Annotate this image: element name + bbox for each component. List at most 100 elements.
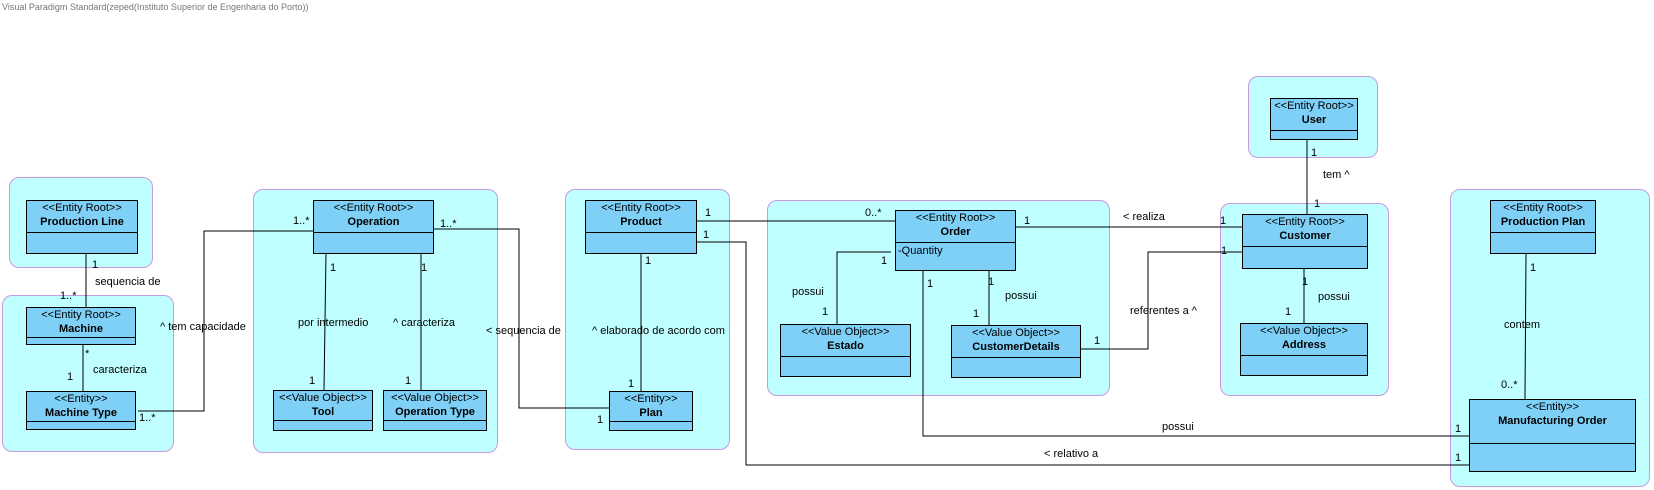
class-customer-details[interactable]: <<Value Object>> CustomerDetails	[951, 325, 1081, 378]
multiplicity: 1	[1455, 423, 1462, 435]
stereotype: <<Entity Root>>	[601, 202, 681, 214]
class-address[interactable]: <<Value Object>> Address	[1240, 323, 1368, 376]
class-user[interactable]: <<Entity Root>> User	[1270, 98, 1358, 140]
attribute-quantity: -Quantity	[898, 245, 943, 257]
line-order-manufacturing-order	[922, 270, 1469, 437]
stereotype: <<Value Object>>	[972, 327, 1060, 339]
line-customer-details-customer	[1081, 251, 1242, 350]
multiplicity: 1..*	[60, 290, 77, 302]
multiplicity: 1	[703, 229, 710, 241]
stereotype: <<Entity>>	[54, 393, 108, 405]
multiplicity: 1	[881, 255, 888, 267]
class-name: Production Line	[40, 216, 124, 228]
class-name: User	[1301, 114, 1327, 126]
assoc-label-referentes: referentes a ^	[1130, 305, 1197, 317]
stereotype: <<Entity>>	[624, 393, 678, 405]
multiplicity: 1..*	[293, 215, 310, 227]
class-production-plan[interactable]: <<Entity Root>> Production Plan	[1490, 200, 1596, 254]
multiplicity: 1	[645, 255, 652, 267]
class-name: Tool	[311, 406, 335, 418]
class-tool[interactable]: <<Value Object>> Tool	[273, 390, 373, 431]
multiplicity: 1	[330, 262, 337, 274]
multiplicity: 1	[988, 276, 995, 288]
multiplicity: 1	[405, 375, 412, 387]
multiplicity: *	[85, 348, 90, 360]
class-name: Machine	[58, 323, 103, 335]
multiplicity: 0..*	[865, 207, 882, 219]
class-name: Machine Type	[45, 407, 117, 419]
multiplicity: 1	[1024, 215, 1031, 227]
multiplicity: 1	[597, 414, 604, 426]
assoc-label-possui-address: possui	[1318, 291, 1350, 303]
multiplicity: 1	[973, 308, 980, 320]
class-name: Production Plan	[1500, 216, 1586, 228]
assoc-label-sequencia-de: sequencia de	[95, 276, 161, 288]
multiplicity: 1	[1302, 276, 1309, 288]
class-name: CustomerDetails	[972, 341, 1060, 353]
multiplicity: 1	[1221, 245, 1228, 257]
class-name: Product	[620, 216, 662, 228]
multiplicity: 0..*	[1501, 379, 1518, 391]
class-name: Plan	[639, 407, 663, 419]
stereotype: <<Value Object>>	[1260, 325, 1348, 337]
assoc-label-relativo: < relativo a	[1044, 448, 1099, 460]
line-operation-plan	[433, 228, 609, 409]
class-machine[interactable]: <<Entity Root>> Machine	[26, 307, 136, 345]
line-product-manufacturing-order	[697, 241, 1469, 466]
class-name: Operation Type	[395, 406, 475, 418]
class-machine-type[interactable]: <<Entity>> Machine Type	[26, 391, 136, 430]
multiplicity: 1..*	[139, 412, 156, 424]
class-name: Order	[940, 226, 971, 238]
assoc-label-elaborado: ^ elaborado de acordo com	[592, 325, 725, 337]
stereotype: <<Value Object>>	[801, 326, 890, 338]
line-machine-type-operation	[138, 230, 313, 412]
multiplicity: 1	[309, 375, 316, 387]
line-operation-tool	[323, 252, 327, 391]
assoc-label-caracteriza: caracteriza	[93, 364, 147, 376]
class-order[interactable]: <<Entity Root>> Order -Quantity	[895, 210, 1016, 271]
multiplicity: 1	[67, 371, 74, 383]
line-order-estado	[836, 251, 891, 324]
assoc-label-possui-mo: possui	[1162, 421, 1194, 433]
stereotype: <<Entity Root>>	[333, 202, 414, 214]
multiplicity: 1	[927, 278, 934, 290]
stereotype: <<Entity Root>>	[41, 309, 121, 321]
multiplicity: 1	[1314, 198, 1321, 210]
assoc-label-tem: tem ^	[1323, 169, 1350, 181]
class-name: Address	[1281, 339, 1327, 351]
multiplicity: 1	[1530, 262, 1537, 274]
class-production-line[interactable]: <<Entity Root>> Production Line	[26, 200, 138, 254]
stereotype: <<Entity Root>>	[915, 212, 996, 224]
assoc-label-possui-details: possui	[1005, 290, 1037, 302]
stereotype: <<Entity Root>>	[1274, 100, 1354, 112]
multiplicity: 1..*	[440, 218, 457, 230]
multiplicity: 1	[705, 207, 712, 219]
multiplicity: 1	[822, 306, 829, 318]
multiplicity: 1	[1285, 306, 1292, 318]
stereotype: <<Entity Root>>	[1503, 202, 1583, 214]
class-operation[interactable]: <<Entity Root>> Operation	[313, 200, 434, 254]
line-production-plan-manufacturing-order	[1524, 252, 1527, 400]
class-name: Operation	[347, 216, 400, 228]
watermark: Visual Paradigm Standard(zeped(Instituto…	[2, 2, 309, 12]
assoc-label-possui-estado: possui	[792, 286, 824, 298]
assoc-label-tem-capacidade: ^ tem capacidade	[160, 321, 246, 333]
class-customer[interactable]: <<Entity Root>>Customer	[1242, 214, 1368, 269]
multiplicity: 1	[1094, 335, 1101, 347]
class-manufacturing-order[interactable]: <<Entity>>Manufacturing Order	[1469, 399, 1636, 472]
stereotype: <<Entity Root>>	[42, 202, 122, 214]
class-product[interactable]: <<Entity Root>> Product	[585, 200, 697, 254]
class-plan[interactable]: <<Entity>> Plan	[609, 391, 693, 431]
multiplicity: 1	[1220, 215, 1227, 227]
stereotype: <<Entity Root>>	[1265, 216, 1345, 228]
class-operation-type[interactable]: <<Value Object>> Operation Type	[383, 390, 487, 431]
stereotype: <<Value Object>>	[279, 392, 367, 404]
class-estado[interactable]: <<Value Object>>Estado	[780, 324, 911, 377]
multiplicity: 1	[1311, 147, 1318, 159]
stereotype: <<Value Object>>	[391, 392, 479, 404]
assoc-label-caracteriza-op-type: ^ caracteriza	[393, 317, 456, 329]
multiplicity: 1	[628, 378, 635, 390]
stereotype: <<Entity>>	[1525, 401, 1580, 413]
assoc-label-por-intermedio: por intermedio	[298, 317, 369, 329]
multiplicity: 1	[1455, 452, 1462, 464]
